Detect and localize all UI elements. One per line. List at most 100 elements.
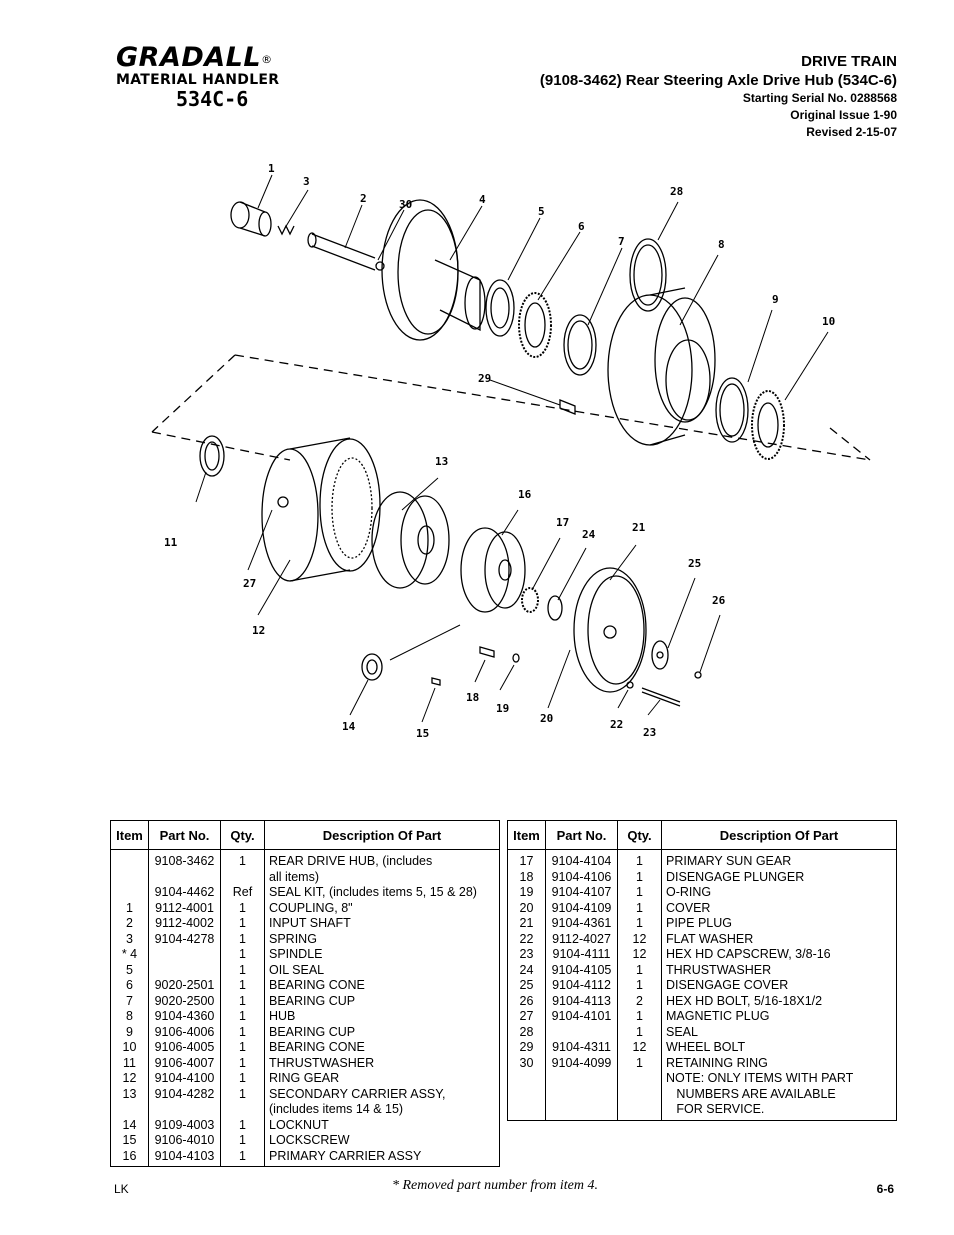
cell-part-no: 9106-4006 xyxy=(148,1024,221,1040)
cell-item: 21 xyxy=(507,916,546,932)
col-item: Item xyxy=(507,820,546,850)
cell-description: SEAL KIT, (includes items 5, 15 & 28) xyxy=(264,885,500,901)
cell-item xyxy=(110,1102,149,1118)
logo-brand: GRADALL® xyxy=(116,42,273,73)
cell-qty: 1 xyxy=(220,1055,265,1071)
cell-qty: 1 xyxy=(220,900,265,916)
cell-part-no: 9104-4106 xyxy=(545,869,618,885)
cell-description: INPUT SHAFT xyxy=(264,916,500,932)
callout-21: 21 xyxy=(632,521,646,534)
callout-20: 20 xyxy=(540,712,553,725)
cell-description: PRIMARY SUN GEAR xyxy=(661,849,897,870)
col-qty: Qty. xyxy=(220,820,265,850)
table-row: NUMBERS ARE AVAILABLE xyxy=(507,1086,897,1102)
cell-description: BEARING CONE xyxy=(264,1040,500,1056)
parts-table-right: Item Part No. Qty. Description Of Part 1… xyxy=(507,820,897,1121)
cell-description: WHEEL BOLT xyxy=(661,1040,897,1056)
callout-7: 7 xyxy=(618,235,625,248)
cell-item: 28 xyxy=(507,1024,546,1040)
cell-qty: 12 xyxy=(617,1040,662,1056)
callout-16: 16 xyxy=(518,488,532,501)
cell-part-no: 9104-4100 xyxy=(148,1071,221,1087)
cell-part-no: 9104-4462 xyxy=(148,885,221,901)
cell-qty: 12 xyxy=(617,947,662,963)
cell-qty: 1 xyxy=(617,1009,662,1025)
cell-part-no xyxy=(545,1086,618,1102)
cell-item: 7 xyxy=(110,993,149,1009)
cell-description: THRUSTWASHER xyxy=(264,1055,500,1071)
cell-qty: 1 xyxy=(617,978,662,994)
cell-part-no: 9020-2500 xyxy=(148,993,221,1009)
cell-part-no: 9104-4109 xyxy=(545,900,618,916)
cell-qty: 1 xyxy=(220,916,265,932)
cell-description: FLAT WASHER xyxy=(661,931,897,947)
part-oil-seal xyxy=(485,279,515,337)
cell-item: 11 xyxy=(110,1055,149,1071)
cell-description: SPRING xyxy=(264,931,500,947)
cell-item: 23 xyxy=(507,947,546,963)
cell-qty: 1 xyxy=(220,1009,265,1025)
cell-qty: 1 xyxy=(220,947,265,963)
cell-part-no: 9020-2501 xyxy=(148,978,221,994)
col-qty: Qty. xyxy=(617,820,662,850)
part-bearing-cup-7 xyxy=(563,314,597,376)
cell-description: PIPE PLUG xyxy=(661,916,897,932)
part-lockscrew xyxy=(431,677,441,686)
callout-5: 5 xyxy=(538,205,545,218)
cell-part-no xyxy=(148,962,221,978)
callout-6: 6 xyxy=(578,220,585,233)
cell-part-no xyxy=(148,947,221,963)
cell-description: SEAL xyxy=(661,1024,897,1040)
cell-part-no: 9104-4103 xyxy=(148,1148,221,1167)
cell-item xyxy=(110,849,149,870)
part-hex-capscrew xyxy=(641,687,681,707)
cell-qty: 1 xyxy=(220,1148,265,1167)
cell-item: 2 xyxy=(110,916,149,932)
callout-30: 30 xyxy=(399,198,412,211)
cell-item xyxy=(110,869,149,885)
serial-number: Starting Serial No. 0288568 xyxy=(742,91,897,105)
cell-part-no: 9104-4111 xyxy=(545,947,618,963)
col-description: Description Of Part xyxy=(661,820,897,850)
parts-table-left: Item Part No. Qty. Description Of Part 9… xyxy=(110,820,500,1167)
cell-part-no: 9112-4027 xyxy=(545,931,618,947)
part-o-ring xyxy=(512,653,520,663)
cell-qty: 1 xyxy=(220,993,265,1009)
callout-27: 27 xyxy=(243,577,256,590)
callout-26: 26 xyxy=(712,594,726,607)
cell-qty: 1 xyxy=(220,1086,265,1102)
cell-part-no xyxy=(148,869,221,885)
cell-part-no: 9104-4101 xyxy=(545,1009,618,1025)
cell-part-no: 9106-4010 xyxy=(148,1133,221,1149)
cell-part-no: 9104-4104 xyxy=(545,849,618,870)
table-row: (includes items 14 & 15) xyxy=(110,1102,500,1118)
logo-subtitle: MATERIAL HANDLER xyxy=(116,72,280,88)
revised-date: Revised 2-15-07 xyxy=(806,125,897,139)
cell-item: 30 xyxy=(507,1055,546,1071)
cell-item: * 4 xyxy=(110,947,149,963)
cell-qty xyxy=(617,1086,662,1102)
part-thrustwasher-24 xyxy=(547,595,563,621)
cell-qty: 1 xyxy=(220,1117,265,1133)
callout-4: 4 xyxy=(479,193,486,206)
callout-25: 25 xyxy=(688,557,701,570)
cell-item: 25 xyxy=(507,978,546,994)
part-seal-28 xyxy=(629,238,667,312)
